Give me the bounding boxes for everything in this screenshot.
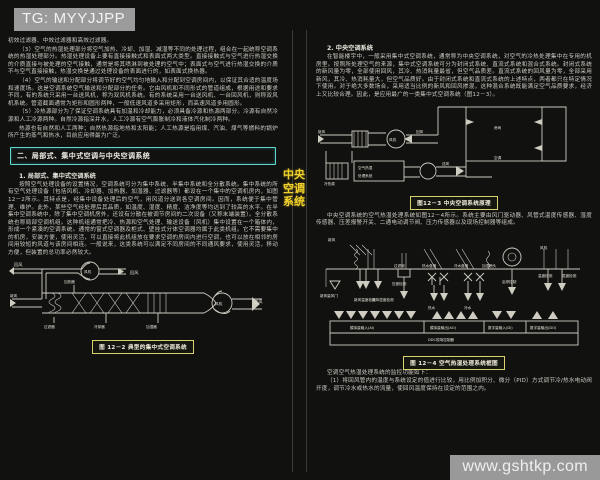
figure-label: 加热器 bbox=[64, 279, 75, 284]
figure-12-4-drawing: 新风 新风量风门 新风温度检测 新风湿度检测 bbox=[320, 237, 580, 346]
figure-label: 加湿喷头 bbox=[482, 263, 497, 268]
left-column: 初效过滤器、中效过滤器和高效过滤器。 （3）空气的热湿处理部分将空气加热、冷却、… bbox=[0, 0, 288, 480]
subheading: 2. 中央空调系统 bbox=[327, 45, 373, 52]
figure-label: 加湿器 bbox=[146, 324, 157, 329]
figure-label: 新风温度检测 bbox=[354, 297, 376, 302]
column-divider-left bbox=[292, 30, 293, 472]
figure-12-2: 回风 风机 回风 新风 bbox=[8, 259, 278, 354]
figure-12-3-caption-wrap: 图12－3 中央空调系统原理 bbox=[316, 190, 592, 210]
figure-label: 热水盘管 bbox=[422, 263, 437, 268]
figure-label: 风机 bbox=[540, 245, 548, 250]
figure-label: 启停控制 bbox=[502, 279, 517, 284]
figure-label: 过滤器 bbox=[44, 324, 55, 329]
figure-label: 冷热源 bbox=[324, 181, 335, 186]
figure-label: 空气热湿 bbox=[358, 165, 373, 170]
figure-12-4: 新风 新风量风门 新风温度检测 新风湿度检测 bbox=[316, 229, 592, 370]
figure-label: 送风 bbox=[442, 161, 450, 166]
paragraph: 按照空气处理设备的设置情况，空调系统可分为集中系统、半集中系统和全分散系统。集中… bbox=[8, 181, 278, 257]
paragraph: 空调空气热湿处理系统的监控功能如下： bbox=[327, 369, 432, 376]
figure-caption: 图 12－4 空气热湿处理系统框图 bbox=[403, 355, 505, 370]
figure-label: 风机 bbox=[215, 301, 223, 306]
subheading: 1. 局部式、集中式空调系统 bbox=[19, 172, 96, 180]
figure-label: 新风 bbox=[328, 237, 336, 242]
figure-label: 新风湿度检测 bbox=[372, 297, 394, 302]
figure-label: 冷水 bbox=[464, 305, 472, 310]
figure-label: 房间 bbox=[494, 125, 502, 130]
paragraph: 在智能楼宇中，一般采用集中式空调系统，通常称为中央空调系统，对空气的冷热处理集中… bbox=[316, 54, 592, 98]
figure-label: 数字量输出(DO) bbox=[530, 325, 557, 330]
spine-title-text: 中央空调系统 bbox=[283, 168, 305, 208]
figure-label: 模拟量输入(AI) bbox=[350, 325, 375, 330]
watermark-bottom: www.gshtkp.com bbox=[450, 455, 600, 480]
paragraph: （5）冷热源部分为了保证空调系统具有加温和冷却能力，必须具备冷源和热源两部分。冷… bbox=[8, 109, 278, 123]
figure-label: 风机 bbox=[84, 269, 92, 274]
paragraph: 初效过滤器、中效过滤器和高效过滤器。 bbox=[8, 38, 113, 44]
figure-caption: 图 12－2 典型的集中式空调系统 bbox=[92, 339, 194, 354]
figure-label: 温度检测 bbox=[538, 273, 553, 278]
figure-12-2-caption-wrap: 图 12－2 典型的集中式空调系统 bbox=[8, 334, 278, 354]
figure-label: 新风量风门 bbox=[320, 293, 338, 298]
figure-12-4-caption-wrap: 图 12－4 空气热湿处理系统框图 bbox=[316, 350, 592, 370]
figure-label: 新风 bbox=[318, 129, 326, 134]
figure-label: 模拟量输出(AO) bbox=[430, 325, 457, 330]
figure-label: 冷却器 bbox=[94, 324, 105, 329]
figure-label: 湿度检测 bbox=[562, 273, 577, 278]
figure-label: 空调 bbox=[494, 155, 502, 160]
figure-12-3-drawing: 房间 空调 新风 风机 回风 bbox=[318, 106, 567, 186]
spine-vertical-title: 中央空调系统 bbox=[283, 168, 305, 209]
figure-12-2-drawing: 回风 风机 回风 新风 bbox=[9, 261, 263, 329]
figure-label: 冷水盘管 bbox=[454, 263, 469, 268]
figure-label: 新风 bbox=[10, 293, 18, 298]
figure-label: 回风 bbox=[416, 129, 424, 134]
figure-label: 回风 bbox=[14, 262, 23, 268]
section-header-box: 二、局部式、集中式空调与中央空调系统 bbox=[10, 146, 276, 165]
figure-label: 回风 bbox=[130, 270, 139, 276]
paragraph: （3）空气的热湿处理部分将空气加热、冷却、加湿、减湿等不同的处理过程，组合在一起… bbox=[8, 46, 278, 76]
figure-label: 送风 bbox=[254, 298, 263, 305]
paragraph: （4）空气的输送和分配部分将调节好的空气均匀地输入和分配到空调房间内，以保证其合… bbox=[8, 77, 278, 107]
figure-label: 过滤网 bbox=[394, 263, 405, 268]
figure-label: 风机 bbox=[389, 137, 397, 142]
paragraph: （1）将回风管内的温度与系统设定的值进行比较，用比例加积分、微分（PID）方式调… bbox=[316, 378, 592, 392]
paragraph: 热源也有自然和人工两种；自然热源指地热和太阳能；人工热源是指用煤、汽油、煤气等燃… bbox=[8, 125, 278, 140]
figure-label: 压差检测 bbox=[392, 281, 407, 286]
figure-label: 处理系统 bbox=[358, 173, 373, 178]
paragraph: 中央空调系统的空气热湿处理系统如图12－4所示。系统主要由风门驱动器、风管式温度… bbox=[316, 212, 592, 227]
right-column: 2. 中央空调系统 在智能楼宇中，一般采用集中式空调系统，通常称为中央空调系统，… bbox=[310, 0, 600, 480]
figure-label: 数字量输入(DI) bbox=[488, 325, 513, 330]
column-divider-right bbox=[306, 30, 307, 472]
figure-label: 热水 bbox=[428, 305, 436, 310]
figure-caption: 图12－3 中央空调系统原理 bbox=[410, 195, 498, 210]
figure-12-3: 房间 空调 新风 风机 回风 bbox=[316, 101, 592, 210]
watermark-top: TG: MYYJJPP bbox=[14, 8, 136, 31]
figure-label: DDC现场控制器 bbox=[428, 337, 454, 342]
